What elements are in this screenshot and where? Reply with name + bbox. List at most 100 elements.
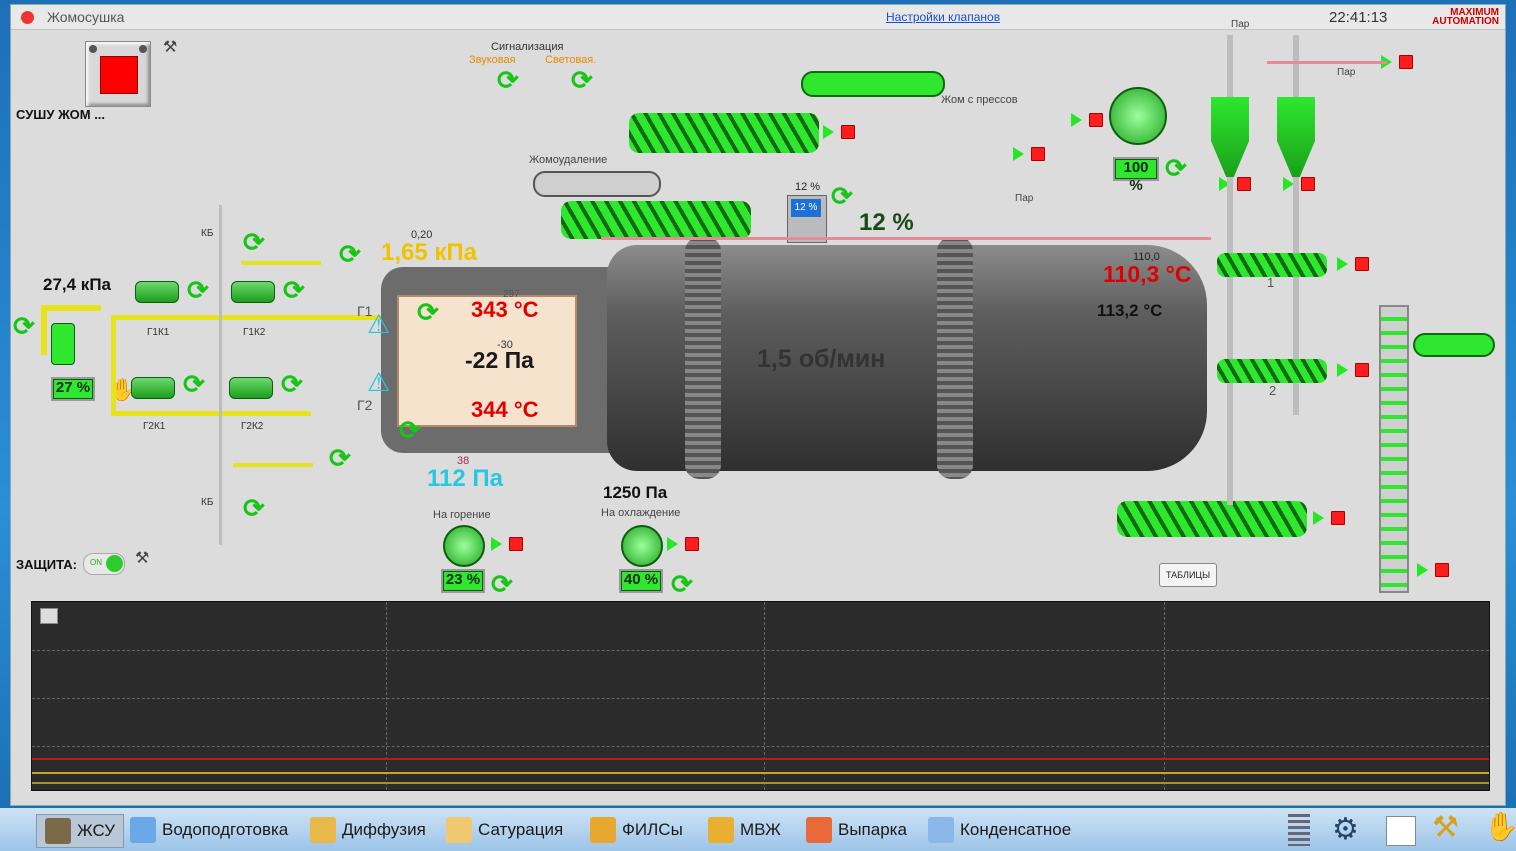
sound-signal-refresh-icon[interactable]: ⟳ — [497, 65, 519, 95]
stop-screw-top-button[interactable] — [841, 125, 855, 139]
stop-cyclone-left-button[interactable] — [1237, 177, 1251, 191]
trend-panel[interactable] — [31, 601, 1490, 791]
valve-g2k2-refresh-icon[interactable]: ⟳ — [281, 369, 303, 399]
pipe-g2 — [111, 411, 311, 416]
top-line-refresh-icon[interactable]: ⟳ — [339, 239, 361, 269]
burner-fan[interactable] — [443, 525, 485, 567]
bucket-elevator[interactable] — [1379, 305, 1409, 593]
cooling-fan-refresh-icon[interactable]: ⟳ — [671, 569, 693, 599]
burner-bottom-refresh-icon[interactable]: ⟳ — [399, 415, 421, 445]
valve-g2k2[interactable] — [229, 377, 273, 399]
trend-grid-h2 — [32, 698, 1489, 700]
light-signal-refresh-icon[interactable]: ⟳ — [571, 65, 593, 95]
cooling-fan[interactable] — [621, 525, 663, 567]
valve-g1k1-refresh-icon[interactable]: ⟳ — [187, 275, 209, 305]
stop-steam-top-right-button[interactable] — [1399, 55, 1413, 69]
belt-conveyor-presses[interactable] — [801, 71, 945, 97]
screw-conveyor-2[interactable] — [1217, 359, 1327, 383]
stop-cyclone-right-button[interactable] — [1301, 177, 1315, 191]
temp-g2-value: 344 °C — [471, 397, 539, 422]
nav-item-condensate[interactable]: Конденсатное — [928, 814, 1071, 846]
nav-item-mvzh[interactable]: МВЖ — [708, 814, 781, 846]
stop-elevator-button[interactable] — [1435, 563, 1449, 577]
start-screw-1-button[interactable] — [1337, 257, 1348, 271]
kb-line-vertical — [219, 205, 222, 545]
nav-item-filters[interactable]: ФИЛСы — [590, 814, 683, 846]
belt-conveyor-right[interactable] — [1413, 333, 1495, 357]
valve-g1k2[interactable] — [231, 281, 275, 303]
burner-g1-refresh-icon[interactable]: ⟳ — [417, 297, 439, 327]
settings-gear-icon[interactable]: ⚙ — [1332, 813, 1359, 846]
left-control-valve[interactable] — [51, 323, 75, 365]
pressure-bottom-value: 112 Па — [427, 465, 503, 492]
valve-g2k1-refresh-icon[interactable]: ⟳ — [183, 369, 205, 399]
stop-exhaust-fan-button[interactable] — [1089, 113, 1103, 127]
nav-item-evaporation[interactable]: Выпарка — [806, 814, 907, 846]
exhaust-fan[interactable] — [1109, 87, 1167, 145]
nav-label-water-treatment: Водоподготовка — [162, 820, 289, 839]
start-cyclone-left-button[interactable] — [1219, 177, 1230, 191]
trend-icon[interactable] — [40, 608, 58, 624]
exhaust-fan-refresh-icon[interactable]: ⟳ — [1165, 153, 1187, 183]
outlet-temp-setpoint: 110,0 — [1133, 251, 1160, 263]
start-cyclone-right-button[interactable] — [1283, 177, 1294, 191]
stop-screw-2-button[interactable] — [1355, 363, 1369, 377]
drum-ring-1 — [685, 237, 721, 479]
burner-g1-label: Г1 — [357, 303, 373, 319]
screw-conveyor-top[interactable] — [629, 113, 819, 153]
stop-screw-1-button[interactable] — [1355, 257, 1369, 271]
stop-cooling-fan-button[interactable] — [685, 537, 699, 551]
kb-bottom-refresh-icon[interactable]: ⟳ — [243, 493, 265, 523]
start-screw-bottom-button[interactable] — [1313, 511, 1324, 525]
valve-g2k2-label: Г2К2 — [241, 421, 264, 432]
emergency-stop-button[interactable] — [85, 41, 151, 107]
start-cooling-fan-button[interactable] — [667, 537, 678, 551]
moisture-small-value: 12 % — [795, 181, 821, 193]
bottom-line-refresh-icon[interactable]: ⟳ — [329, 443, 351, 473]
start-elevator-button[interactable] — [1417, 563, 1428, 577]
warning-g2-icon[interactable]: ⚠ — [367, 367, 391, 397]
valve-g1k2-refresh-icon[interactable]: ⟳ — [283, 275, 305, 305]
tables-button[interactable]: ТАБЛИЦЫ — [1159, 563, 1217, 587]
burner-fan-refresh-icon[interactable]: ⟳ — [491, 569, 513, 599]
warning-g1-icon[interactable]: ⚠ — [367, 309, 391, 339]
cyclone-right[interactable] — [1277, 97, 1315, 177]
bolt-icon — [89, 45, 97, 53]
screw-conveyor-mid[interactable] — [561, 201, 751, 239]
moisture-refresh-icon[interactable]: ⟳ — [831, 181, 853, 211]
protection-wrench-icon[interactable]: ⚒ — [135, 550, 150, 567]
nav-item-water-treatment[interactable]: Водоподготовка — [130, 814, 288, 846]
screw-conveyor-1[interactable] — [1217, 253, 1327, 277]
valve-settings-link[interactable]: Настройки клапанов — [886, 10, 1001, 24]
nav-item-zhsu[interactable]: ЖСУ — [36, 814, 125, 848]
list-icon[interactable] — [1288, 814, 1310, 846]
engineer-icon[interactable]: ⚒ — [1432, 811, 1459, 844]
start-screw-top-button[interactable] — [823, 125, 834, 139]
start-burner-fan-button[interactable] — [491, 537, 502, 551]
stop-screw-bottom-button[interactable] — [1331, 511, 1345, 525]
protection-toggle[interactable]: ON — [83, 553, 125, 575]
valve-g2k1[interactable] — [131, 377, 175, 399]
trend-chart-icon[interactable] — [1386, 816, 1416, 846]
moisture-analyzer[interactable]: 12 % — [787, 195, 827, 243]
belt-conveyor-removal[interactable] — [533, 171, 661, 197]
navigation-bar: ЖСУ Водоподготовка Диффузия Сатурация ФИ… — [0, 808, 1516, 851]
wrench-icon[interactable]: ⚒ — [163, 39, 178, 56]
moisture-big-value: 12 % — [859, 209, 914, 236]
water-treatment-icon — [130, 817, 156, 843]
nav-item-saturation[interactable]: Сатурация — [446, 814, 563, 846]
trend-grid-v1 — [386, 602, 388, 790]
stop-steam-button[interactable] — [1031, 147, 1045, 161]
left-valve-refresh-icon[interactable]: ⟳ — [13, 311, 35, 341]
stop-burner-fan-button[interactable] — [509, 537, 523, 551]
valve-g1k1[interactable] — [135, 281, 179, 303]
start-screw-2-button[interactable] — [1337, 363, 1348, 377]
kb-top-refresh-icon[interactable]: ⟳ — [243, 227, 265, 257]
cyclone-left[interactable] — [1211, 97, 1249, 177]
nav-item-diffusion[interactable]: Диффузия — [310, 814, 426, 846]
start-steam-button[interactable] — [1013, 147, 1024, 161]
screw-conveyor-bottom[interactable] — [1117, 501, 1307, 537]
start-exhaust-fan-button[interactable] — [1071, 113, 1082, 127]
outlet-temp-value: 110,3 °C — [1103, 261, 1192, 287]
hand-touch-icon[interactable]: ✋ — [1484, 811, 1516, 842]
